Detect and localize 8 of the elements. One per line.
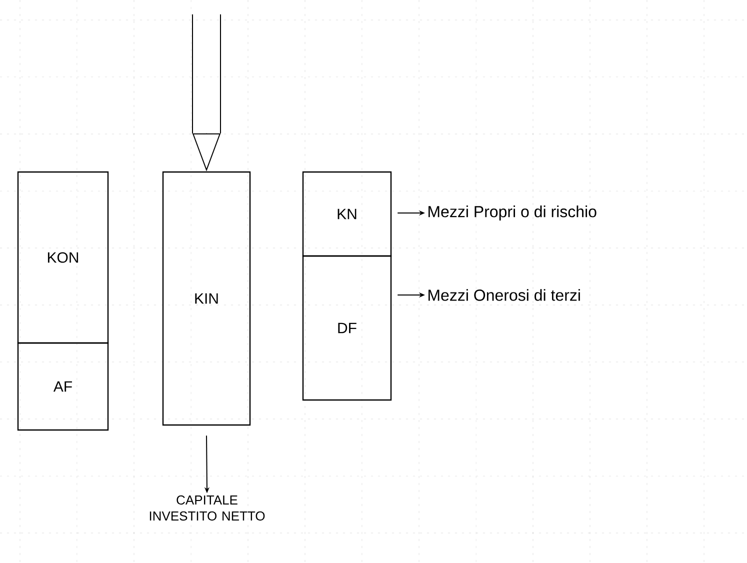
stacked-box: AF [17, 342, 109, 431]
stacked-box: KIN [162, 171, 251, 426]
note-text: Mezzi Onerosi di terzi [428, 289, 580, 301]
note-text: CAPITALE INVESTITO NETTO [150, 495, 265, 521]
stacked-box: DF [302, 255, 392, 401]
note-text: Mezzi Propri o di rischio [428, 206, 596, 220]
stacked-box: KON [17, 171, 109, 344]
stacked-box: KN [302, 171, 392, 257]
